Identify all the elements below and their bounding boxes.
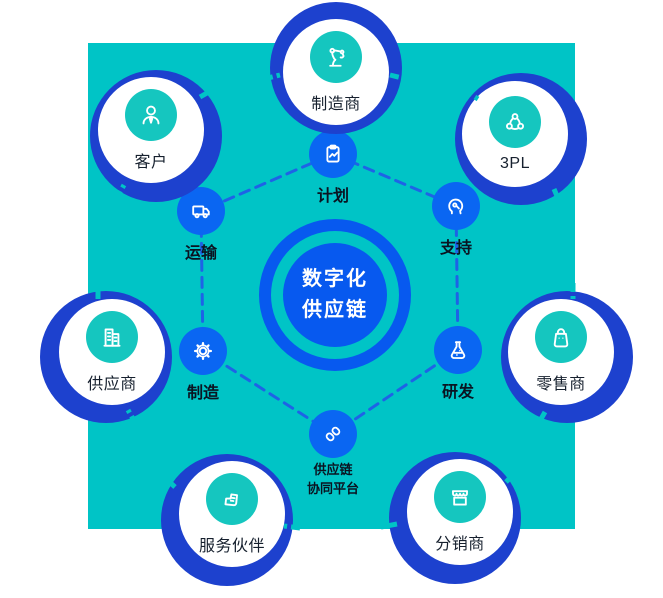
customer-label: 客户 [134,153,168,171]
flask-icon [445,337,471,363]
rnd-circle [434,326,482,374]
platform-label: 供应链 协同平台 [307,461,359,499]
manufacturer-face: 制造商 [283,19,389,125]
platform-circle [309,410,357,458]
shopping-bag-icon [547,323,575,351]
support-circle [432,182,480,230]
center-node: 数字化 供应链 [283,243,387,347]
plan-circle [309,130,357,178]
clipboard-chart-icon [320,141,346,167]
support-label: 支持 [439,240,472,257]
manufacturing-circle [179,327,227,375]
supplier-face: 供应商 [59,299,165,405]
partner-node-manufacturer: 制造商 [270,2,402,134]
rnd-label: 研发 [441,384,474,401]
supplier-label: 供应商 [87,375,137,393]
person-icon [137,101,165,129]
service-partner-label: 服务伙伴 [198,537,265,555]
customer-badge [125,88,177,141]
transport-label: 运输 [184,245,217,262]
partner-node-distributor: 分销商 [389,452,521,584]
retailer-badge [535,310,587,363]
center-title-line2: 供应链 [302,299,368,321]
supplier-badge [86,310,138,363]
partner-node-retailer: 零售商 [501,291,633,423]
robot-arm-icon [322,43,350,71]
3pl-label: 3PL [500,154,530,172]
process-node-plan: 计划 [273,130,393,206]
partner-node-service-partner: 服务伙伴 [161,454,293,586]
retailer-label: 零售商 [536,375,586,393]
process-node-manufacturing: 制造 [143,327,263,403]
manufacturer-badge [310,30,362,83]
partner-node-customer: 客户 [90,70,222,202]
3pl-badge [489,95,541,148]
distributor-face: 分销商 [407,459,513,565]
service-partner-face: 服务伙伴 [179,461,285,567]
buildings-icon [98,323,126,351]
center-title-line1: 数字化 [302,268,368,290]
center-ring: 数字化 供应链 [259,219,411,371]
manufacturer-label: 制造商 [311,95,361,113]
process-node-support: 支持 [396,182,516,258]
partner-node-supplier: 供应商 [40,291,172,423]
platform-label-line2: 协同平台 [306,480,359,496]
process-node-rnd: 研发 [398,326,518,402]
service-partner-badge [206,472,258,525]
distributor-label: 分销商 [435,535,485,553]
handshake-icon [218,485,246,513]
retailer-face: 零售商 [508,299,614,405]
chain-link-icon [320,421,346,447]
headset-support-icon [443,193,469,219]
3pl-face: 3PL [462,81,568,187]
process-node-platform: 供应链 协同平台 [273,410,393,499]
customer-face: 客户 [98,77,204,183]
network-share-icon [501,108,529,136]
truck-icon [188,198,214,224]
manufacturing-label: 制造 [186,385,219,402]
plan-label: 计划 [316,188,349,205]
partner-node-3pl: 3PL [455,73,587,205]
gear-icon [190,338,216,364]
distributor-badge [434,470,486,523]
platform-label-line1: 供应链 [313,462,353,477]
storefront-icon [446,483,474,511]
